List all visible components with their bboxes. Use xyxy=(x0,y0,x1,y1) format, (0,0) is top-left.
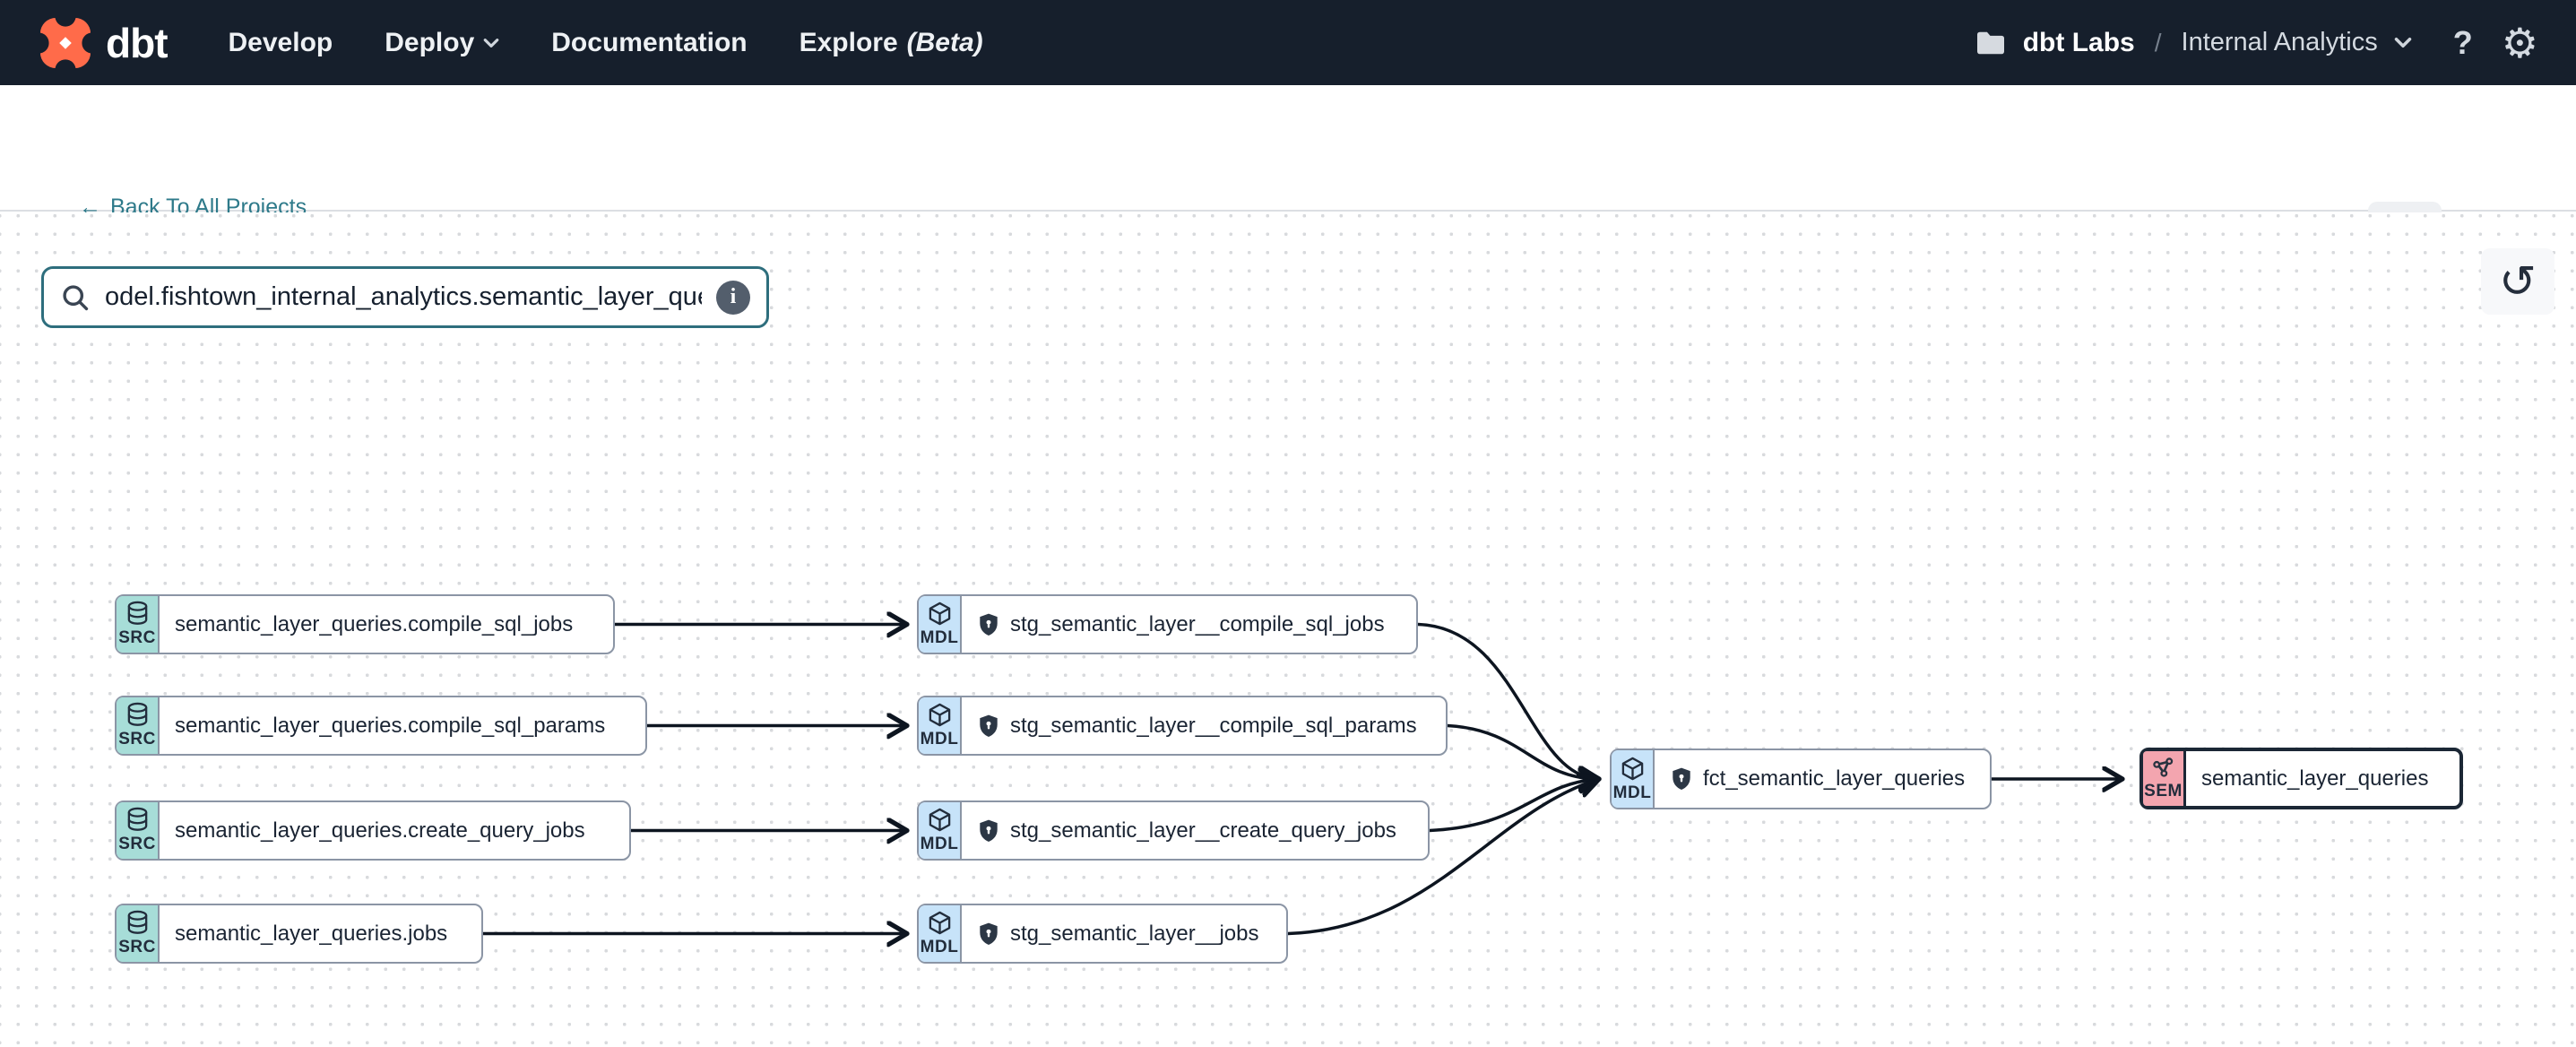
mdl-badge: MDL xyxy=(1612,750,1655,808)
dbt-logo[interactable]: dbt xyxy=(38,14,169,71)
cube-icon xyxy=(929,601,950,626)
project-selector[interactable]: Internal Analytics xyxy=(2181,28,2378,56)
cube-icon xyxy=(929,703,950,727)
node-src-create-query-jobs[interactable]: SRC semantic_layer_queries.create_query_… xyxy=(115,800,631,861)
database-icon xyxy=(127,910,147,934)
mdl-badge: MDL xyxy=(919,905,962,962)
sem-badge: SEM xyxy=(2143,751,2186,806)
node-label: stg_semantic_layer__compile_sql_jobs xyxy=(1010,611,1385,636)
breadcrumb-separator: / xyxy=(2154,28,2162,56)
nav-item-explore[interactable]: Explore (Beta) xyxy=(799,27,983,57)
search-value[interactable]: odel.fishtown_internal_analytics.semanti… xyxy=(105,282,702,311)
mdl-badge: MDL xyxy=(919,596,962,653)
shield-icon xyxy=(980,613,998,636)
nav-item-documentation[interactable]: Documentation xyxy=(551,27,748,57)
database-icon xyxy=(127,601,147,625)
node-label: stg_semantic_layer__compile_sql_params xyxy=(1010,713,1417,738)
node-label: semantic_layer_queries.compile_sql_param… xyxy=(175,713,606,738)
semantic-model-icon xyxy=(2153,757,2174,777)
src-badge: SRC xyxy=(117,596,160,653)
reset-view-button[interactable]: ↺ xyxy=(2481,248,2554,315)
node-label: semantic_layer_queries.jobs xyxy=(175,921,448,946)
project-header: ← Back To All Projects Internal Analytic… xyxy=(0,85,2576,270)
node-mdl-fct-semantic-layer-queries[interactable]: MDL fct_semantic_layer_queries xyxy=(1610,748,1992,809)
node-mdl-stg-create-query-jobs[interactable]: MDL stg_semantic_layer__create_query_job… xyxy=(917,800,1430,861)
node-mdl-stg-jobs[interactable]: MDL stg_semantic_layer__jobs xyxy=(917,904,1288,964)
info-icon[interactable]: i xyxy=(716,280,750,315)
node-mdl-stg-compile-sql-jobs[interactable]: MDL stg_semantic_layer__compile_sql_jobs xyxy=(917,594,1418,654)
node-sem-semantic-layer-queries[interactable]: SEM semantic_layer_queries xyxy=(2139,748,2463,809)
nav-item-deploy[interactable]: Deploy xyxy=(385,28,499,58)
node-label: semantic_layer_queries.create_query_jobs xyxy=(175,818,585,843)
src-badge: SRC xyxy=(117,802,160,859)
reset-icon: ↺ xyxy=(2499,256,2537,307)
shield-icon xyxy=(980,714,998,737)
lineage-edges xyxy=(481,212,2576,1047)
shield-icon xyxy=(1673,767,1690,791)
src-badge: SRC xyxy=(117,905,160,962)
folder-icon xyxy=(1976,31,2004,54)
node-label: stg_semantic_layer__create_query_jobs xyxy=(1010,818,1396,843)
cube-icon xyxy=(929,911,950,935)
node-mdl-stg-compile-sql-params[interactable]: MDL stg_semantic_layer__compile_sql_para… xyxy=(917,696,1448,756)
database-icon xyxy=(127,807,147,831)
shield-icon xyxy=(980,922,998,945)
node-label: semantic_layer_queries.compile_sql_jobs xyxy=(175,611,574,636)
top-navbar: dbt Develop Deploy Documentation Explore… xyxy=(0,0,2576,85)
logo-text: dbt xyxy=(106,19,169,66)
database-icon xyxy=(127,702,147,726)
src-badge: SRC xyxy=(117,697,160,754)
navbar-right: dbt Labs / Internal Analytics ? ⚙ xyxy=(1975,22,2538,64)
mdl-badge: MDL xyxy=(919,697,962,754)
account-name[interactable]: dbt Labs xyxy=(2022,27,2135,57)
node-label: fct_semantic_layer_queries xyxy=(1703,766,1966,791)
dbt-logo-icon xyxy=(38,14,93,71)
mdl-badge: MDL xyxy=(919,802,962,859)
node-src-compile-sql-params[interactable]: SRC semantic_layer_queries.compile_sql_p… xyxy=(115,696,647,756)
search-icon xyxy=(63,284,89,310)
node-label: stg_semantic_layer__jobs xyxy=(1010,921,1259,946)
gear-icon[interactable]: ⚙ xyxy=(2501,19,2538,66)
node-src-jobs[interactable]: SRC semantic_layer_queries.jobs xyxy=(115,904,483,964)
help-icon[interactable]: ? xyxy=(2452,23,2473,61)
search-input[interactable]: odel.fishtown_internal_analytics.semanti… xyxy=(41,266,769,328)
nav-menu: Develop Deploy Documentation Explore (Be… xyxy=(229,28,983,58)
cube-icon xyxy=(929,808,950,832)
chevron-down-icon[interactable] xyxy=(2394,37,2412,48)
node-src-compile-sql-jobs[interactable]: SRC semantic_layer_queries.compile_sql_j… xyxy=(115,594,615,654)
shield-icon xyxy=(980,819,998,842)
chevron-down-icon xyxy=(483,38,499,48)
node-label: semantic_layer_queries xyxy=(2201,766,2429,791)
nav-item-develop[interactable]: Develop xyxy=(228,27,333,57)
cube-icon xyxy=(1621,757,1643,780)
lineage-canvas[interactable]: odel.fishtown_internal_analytics.semanti… xyxy=(0,212,2576,1047)
